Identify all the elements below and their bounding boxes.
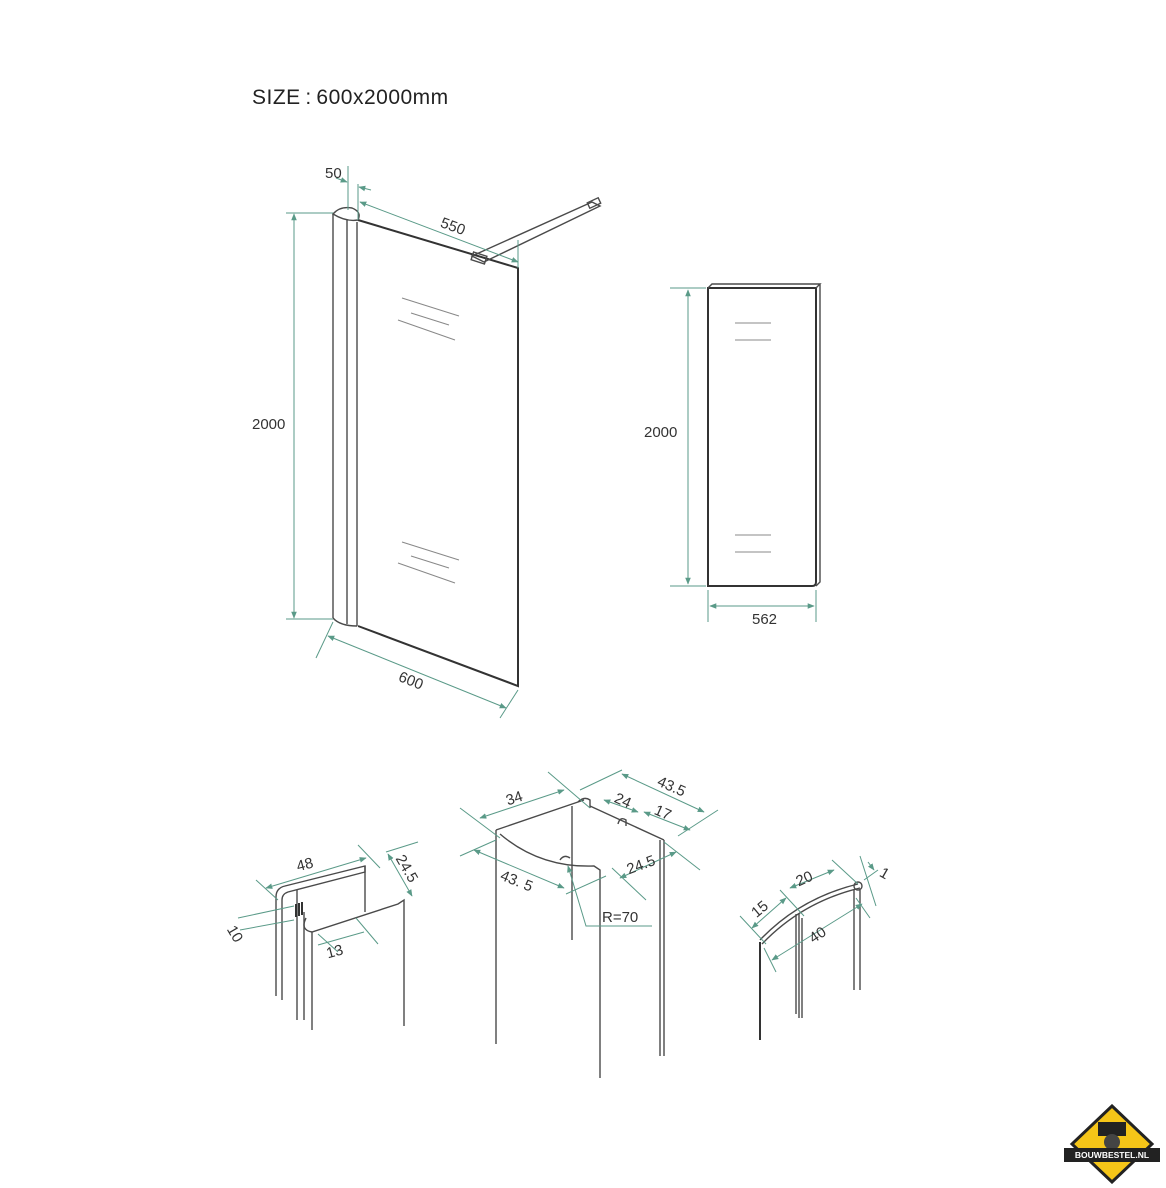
dim-40: 40 xyxy=(806,924,829,947)
size-title: SIZE : 600x2000mm xyxy=(252,86,449,109)
corner-profile-view: 34 43.5 24 17 24.5 43. 5 R=70 xyxy=(459,769,719,1078)
isometric-panel-view: 50 550 2000 600 xyxy=(252,165,602,719)
dim-600: 600 xyxy=(396,668,426,693)
decal-top xyxy=(397,297,460,341)
front-glass-view: 2000 562 xyxy=(644,283,822,628)
decal-top-front xyxy=(735,322,771,341)
dim-48: 48 xyxy=(295,855,316,876)
dim-20: 20 xyxy=(793,868,815,890)
arm-wall-end xyxy=(586,196,602,210)
dim-2000-left: 2000 xyxy=(252,416,285,433)
logo-saw-icon xyxy=(1104,1134,1120,1150)
dim-15: 15 xyxy=(748,898,772,922)
dim-1: 1 xyxy=(877,864,893,883)
glass-panel xyxy=(357,219,519,688)
dim-24: 24 xyxy=(612,790,634,812)
curved-profile-view: 15 20 1 40 xyxy=(739,855,893,1040)
dim-10: 10 xyxy=(223,923,246,946)
dim-24-5-corner: 24.5 xyxy=(624,852,657,878)
dim-43-5-diag: 43. 5 xyxy=(498,867,535,895)
logo-bricks-icon xyxy=(1098,1122,1126,1136)
profile-top-cap xyxy=(331,206,360,222)
support-arm xyxy=(470,201,602,263)
dim-r70: R=70 xyxy=(602,909,638,926)
dim-550: 550 xyxy=(438,214,467,239)
glass-front xyxy=(707,287,817,587)
dim-34: 34 xyxy=(504,788,525,809)
dim-50: 50 xyxy=(325,165,342,182)
wall-profile-view: 48 24.5 10 13 xyxy=(223,841,421,1030)
dim-2000-right: 2000 xyxy=(644,424,677,441)
glass-edge xyxy=(707,283,822,587)
dim-562: 562 xyxy=(752,611,777,628)
decal-bottom-front xyxy=(735,534,771,553)
decal-bottom xyxy=(397,541,460,584)
dim-17: 17 xyxy=(652,802,674,824)
logo-text: BOUWBESTEL.NL xyxy=(1075,1150,1149,1160)
profile-ribs xyxy=(295,902,303,917)
dim-13: 13 xyxy=(325,942,346,963)
bouwbestel-logo: BOUWBESTEL.NL xyxy=(1062,1103,1162,1185)
profile-bottom xyxy=(332,617,358,627)
